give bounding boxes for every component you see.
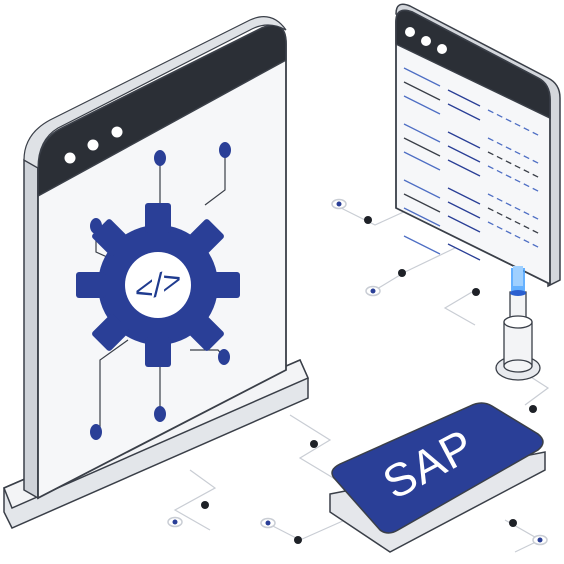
connector-dot — [310, 440, 318, 448]
plug-connector-icon — [495, 266, 541, 381]
connector-dots — [167, 198, 548, 546]
document-text-line — [447, 103, 481, 121]
connector-dot — [529, 405, 537, 413]
document-text-line — [403, 235, 441, 255]
connector-dot — [370, 288, 376, 294]
connector-dot — [364, 216, 372, 224]
document-text-line — [447, 89, 481, 107]
document-text-line — [447, 187, 481, 205]
document-text-line — [403, 151, 441, 171]
main-code-window: </> — [3, 16, 309, 529]
side-window-title-bar — [395, 9, 551, 120]
window-dot-icon — [111, 126, 123, 138]
connector-dot — [265, 520, 271, 526]
connector-dot — [537, 537, 543, 543]
document-text-lines — [403, 67, 541, 261]
window-dot-icon — [437, 44, 447, 54]
document-text-line — [403, 137, 441, 157]
window-dot-icon — [87, 139, 99, 151]
connector-dot — [398, 269, 406, 277]
document-text-line — [403, 67, 441, 87]
sap-block-top — [331, 402, 544, 534]
document-text-line — [447, 215, 481, 233]
document-text-line — [403, 95, 441, 115]
connector-dot — [201, 501, 209, 509]
document-text-line — [403, 179, 441, 199]
window-dot-icon — [64, 152, 76, 164]
document-text-line — [403, 193, 441, 213]
document-text-line — [403, 123, 441, 143]
side-document-window — [395, 3, 561, 288]
connector-dot — [172, 519, 178, 525]
document-text-line — [447, 131, 481, 149]
connector-dot — [336, 201, 342, 207]
window-dot-icon — [405, 27, 415, 37]
document-text-line — [403, 81, 441, 101]
sap-logo-block: SAP — [329, 402, 546, 553]
document-text-line — [447, 243, 481, 261]
gear-icon: </> — [76, 203, 240, 367]
window-dot-icon — [421, 36, 431, 46]
document-text-line — [447, 145, 481, 163]
document-text-line — [403, 207, 441, 227]
document-text-line — [447, 159, 481, 177]
connector-dot — [294, 536, 302, 544]
circuit-nodes — [90, 142, 231, 440]
document-text-line — [447, 201, 481, 219]
connector-dot — [472, 288, 480, 296]
connector-dot — [509, 519, 517, 527]
